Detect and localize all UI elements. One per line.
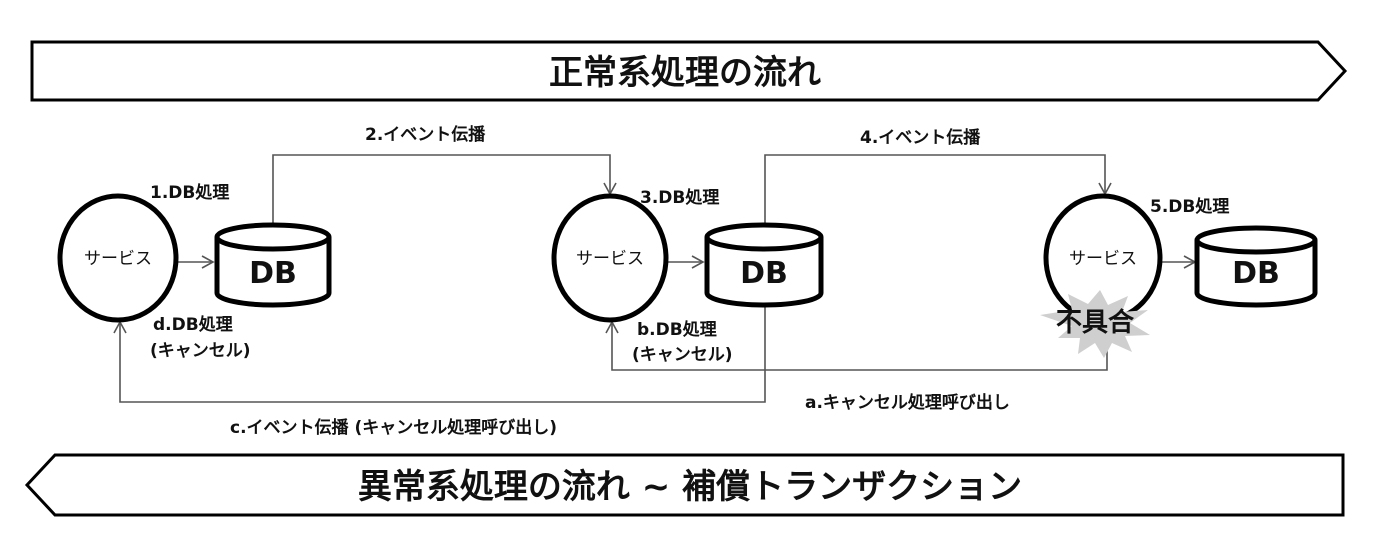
service-node-2: サービス	[551, 193, 669, 323]
event-propagation-2-arrow	[272, 154, 617, 228]
step-d-sub-label: (キャンセル)	[150, 341, 251, 361]
failure-label: 不具合	[1056, 307, 1135, 338]
svg-text:DB: DB	[740, 256, 788, 291]
cancel-propagation-c-arrow	[113, 305, 766, 403]
db-node-1: DB	[214, 222, 332, 308]
step-3-label: 3.DB処理	[640, 188, 719, 208]
svg-text:サービス: サービス	[1069, 249, 1137, 269]
cancel-call-a-arrow	[605, 320, 1108, 371]
step-1-label: 1.DB処理	[150, 183, 229, 203]
step-c-label: c.イベント伝播 (キャンセル処理呼び出し)	[230, 417, 557, 438]
svg-text:サービス: サービス	[576, 249, 644, 269]
svg-text:サービス: サービス	[84, 249, 152, 269]
error-flow-title: 異常系処理の流れ ~ 補償トランザクション	[358, 467, 1022, 507]
step-5-label: 5.DB処理	[1150, 197, 1229, 217]
svg-text:DB: DB	[249, 256, 297, 291]
step-b-sub-label: (キャンセル)	[632, 345, 733, 365]
step-2-label: 2.イベント伝播	[365, 124, 486, 145]
normal-flow-title: 正常系処理の流れ	[549, 53, 821, 93]
event-propagation-4-arrow	[764, 154, 1112, 228]
burst-icon	[1040, 290, 1150, 358]
step-d-label: d.DB処理	[153, 315, 233, 335]
error-flow-banner: 異常系処理の流れ ~ 補償トランザクション	[24, 453, 1345, 517]
db-node-3: DB	[1194, 225, 1318, 308]
svg-text:DB: DB	[1232, 256, 1280, 291]
step-4-label: 4.イベント伝播	[860, 127, 981, 148]
step-a-label: a.キャンセル処理呼び出し	[805, 392, 1010, 413]
db-node-2: DB	[704, 222, 824, 308]
normal-flow-banner: 正常系処理の流れ	[30, 40, 1348, 102]
failure-burst: 不具合	[1040, 290, 1150, 358]
step-b-label: b.DB処理	[637, 320, 717, 340]
service-node-1: サービス	[57, 193, 179, 323]
